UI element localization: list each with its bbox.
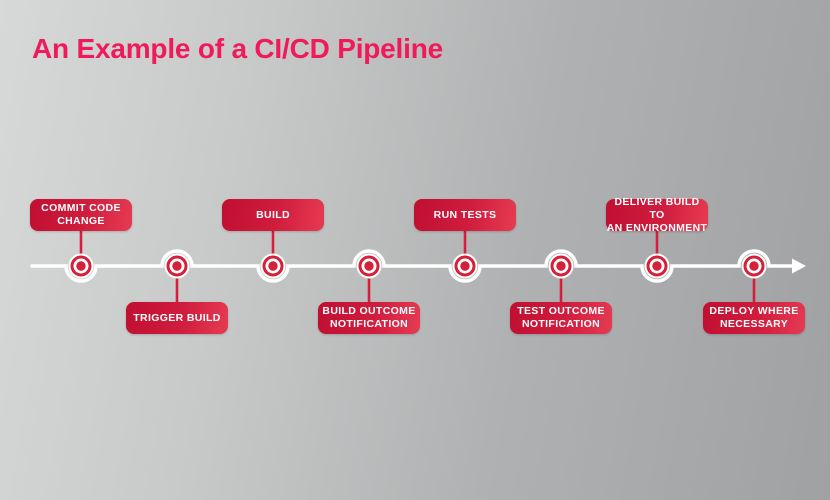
timeline-line — [30, 249, 796, 283]
step-label: BUILD — [256, 208, 290, 221]
step-box-build: BUILD — [222, 199, 324, 231]
timeline-node-deploy — [741, 253, 767, 279]
step-label: TEST OUTCOME NOTIFICATION — [517, 305, 605, 330]
step-label: DELIVER BUILD TO AN ENVIRONMENT — [606, 195, 708, 234]
step-label: DEPLOY WHERE NECESSARY — [709, 305, 799, 330]
step-box-deliver-build: DELIVER BUILD TO AN ENVIRONMENT — [606, 196, 708, 234]
step-label: COMMIT CODE CHANGE — [41, 202, 121, 227]
step-box-deploy: DEPLOY WHERE NECESSARY — [703, 302, 805, 334]
timeline-node-trigger-build — [164, 253, 190, 279]
timeline-node-run-tests — [452, 253, 478, 279]
timeline-node-build — [260, 253, 286, 279]
step-label: RUN TESTS — [433, 208, 497, 221]
timeline-node-build-outcome — [356, 253, 382, 279]
step-label: TRIGGER BUILD — [133, 311, 221, 324]
step-box-run-tests: RUN TESTS — [414, 199, 516, 231]
step-box-commit-code-change: COMMIT CODE CHANGE — [30, 199, 132, 231]
step-box-trigger-build: TRIGGER BUILD — [126, 302, 228, 334]
step-box-build-outcome: BUILD OUTCOME NOTIFICATION — [318, 302, 420, 334]
timeline-node-test-outcome — [548, 253, 574, 279]
timeline-node-deliver-build — [644, 253, 670, 279]
page-title: An Example of a CI/CD Pipeline — [32, 33, 443, 64]
timeline-nodes — [68, 253, 767, 279]
arrowhead-icon — [792, 258, 806, 274]
timeline-node-commit-code-change — [68, 253, 94, 279]
step-label: BUILD OUTCOME NOTIFICATION — [322, 305, 416, 330]
step-box-test-outcome: TEST OUTCOME NOTIFICATION — [510, 302, 612, 334]
